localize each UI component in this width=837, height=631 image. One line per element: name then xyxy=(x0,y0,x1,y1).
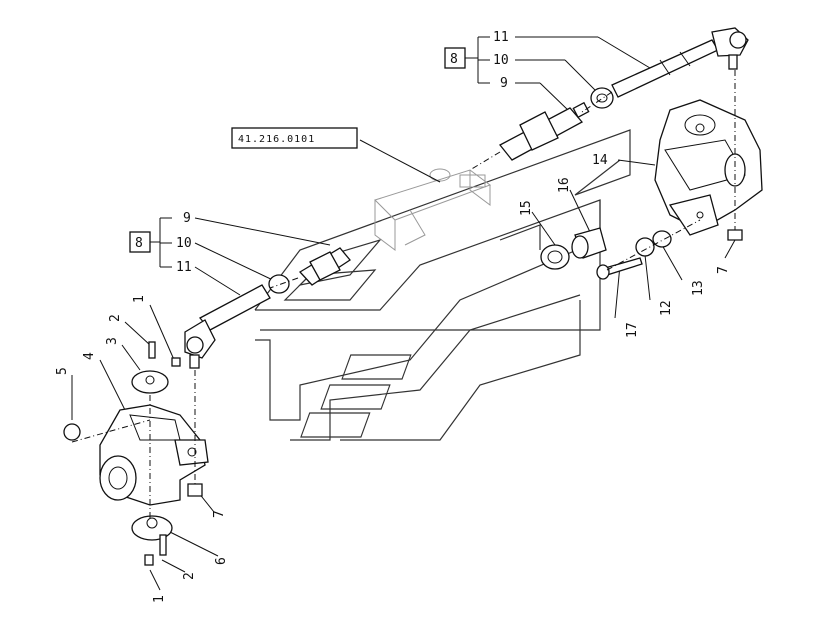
cap-screw-right xyxy=(727,229,743,241)
part-label-7-right: 7 xyxy=(716,266,731,274)
tie-rod-left xyxy=(184,284,271,369)
bearing-ring xyxy=(540,244,570,270)
nut-left xyxy=(268,274,290,294)
cap-screw-left xyxy=(187,483,203,497)
part-label-6: 6 xyxy=(214,557,229,565)
part-label-1-bottom: 1 xyxy=(152,595,167,603)
centre-lines xyxy=(71,70,736,520)
leader-lines xyxy=(71,36,736,591)
part-label-15: 15 xyxy=(519,200,534,216)
part-label-2-bottom: 2 xyxy=(182,572,197,580)
group-bracket-left: 8 xyxy=(129,217,172,268)
group-label-right: 8 xyxy=(450,52,458,67)
part-label-17: 17 xyxy=(625,322,640,338)
group-label-left: 8 xyxy=(135,236,143,251)
ball-joint-left xyxy=(298,247,351,286)
dust-cap-left xyxy=(63,423,81,441)
steering-knuckle-right xyxy=(654,99,763,236)
part-label-9-right: 9 xyxy=(500,76,508,91)
washer xyxy=(635,237,655,257)
reference-code: 41.216.0101 xyxy=(238,134,315,145)
part-label-10-left: 10 xyxy=(176,236,192,251)
part-label-11-right: 11 xyxy=(493,30,509,45)
part-label-16: 16 xyxy=(557,177,572,193)
part-label-4: 4 xyxy=(82,352,97,360)
part-label-9-left: 9 xyxy=(183,211,191,226)
part-labels: 1 2 3 4 5 7 6 2 1 9 10 11 11 10 9 14 15 … xyxy=(55,30,731,603)
bolts-left xyxy=(144,341,181,566)
part-label-11-left: 11 xyxy=(176,260,192,275)
steering-knuckle-left xyxy=(99,404,209,506)
bushing xyxy=(652,230,672,248)
part-label-5: 5 xyxy=(55,367,70,375)
lower-arm-plate xyxy=(131,515,173,541)
kingpin-bolt xyxy=(596,257,643,280)
tie-rod-right xyxy=(611,27,749,98)
group-bracket-right: 8 xyxy=(444,36,490,84)
part-label-10-right: 10 xyxy=(493,53,509,68)
part-label-2-top: 2 xyxy=(108,314,123,322)
part-label-1-top: 1 xyxy=(132,295,147,303)
nut-right xyxy=(590,87,614,109)
ball-joint-right xyxy=(499,101,590,161)
bearing-bush xyxy=(571,227,607,259)
part-label-12: 12 xyxy=(659,300,674,316)
part-label-7-left: 7 xyxy=(212,510,227,518)
part-label-3: 3 xyxy=(105,337,120,345)
part-label-13: 13 xyxy=(691,280,706,296)
upper-arm-plate xyxy=(131,370,169,394)
steering-cylinder-ghost xyxy=(374,168,492,251)
part-label-14: 14 xyxy=(592,153,608,168)
reference-box: 41.216.0101 xyxy=(231,127,358,149)
